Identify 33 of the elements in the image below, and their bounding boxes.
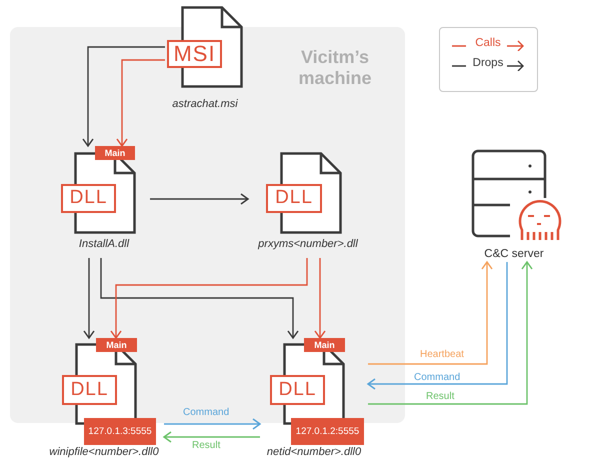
address-tag: 127.0.1.3:5555 (84, 418, 156, 445)
edge-label: Result (424, 391, 456, 402)
file-type-badge: DLL (270, 375, 325, 405)
server-label: C&C server (483, 248, 545, 260)
arrow (164, 418, 261, 430)
arrow (367, 262, 508, 390)
file-name: InstallA.dll (78, 238, 130, 250)
arrow (116, 59, 165, 147)
arrow (150, 193, 249, 205)
main-tag: Main (95, 146, 135, 160)
arrow (314, 258, 326, 339)
address-tag: 127.0.1.2:5555 (291, 418, 364, 445)
arrow (368, 261, 533, 405)
file-name: netid<number>.dll0 (266, 446, 362, 458)
file-type-badge: DLL (62, 375, 117, 405)
edge-label: Command (412, 372, 462, 383)
file-name: prxyms<number>.dll (257, 238, 359, 250)
file-name: winipfile<number>.dll0 (48, 446, 160, 458)
file-type-badge: MSI (167, 40, 222, 68)
file-type-badge: DLL (266, 184, 322, 213)
group-title: Vicitm’s machine (297, 47, 373, 88)
arrow (368, 261, 493, 365)
main-tag: Main (304, 338, 345, 352)
edge-label: Result (190, 440, 222, 451)
file-type-badge: DLL (61, 184, 116, 213)
edge-label: Command (181, 407, 232, 418)
edge-label: Heartbeat (418, 349, 466, 360)
machine-area (10, 27, 405, 423)
arrow (163, 431, 260, 443)
file-name: astrachat.msi (171, 98, 239, 110)
arrow (83, 258, 95, 339)
main-tag: Main (96, 338, 137, 352)
arrow (82, 46, 165, 147)
